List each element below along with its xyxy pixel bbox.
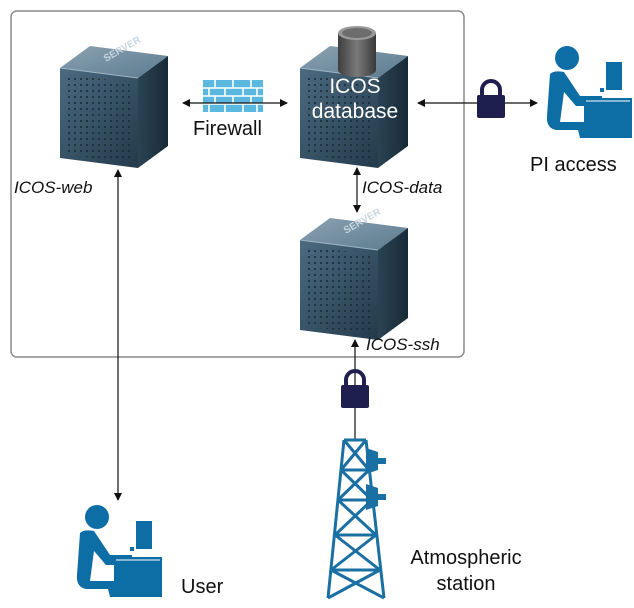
icos-data-label: ICOS-data [362, 178, 443, 197]
icos-ssh-server-icon: SERVER [299, 206, 409, 341]
user-person-icon [76, 505, 162, 597]
icos-web-server-icon: SERVER [59, 34, 169, 169]
atmospheric-station-label-line2: station [436, 573, 496, 595]
firewall-icon [203, 80, 263, 112]
tower-antenna-icon [366, 448, 386, 510]
firewall-label: Firewall [193, 118, 262, 140]
datacenter-boundary [10, 10, 465, 358]
icos-ssh-label: ICOS-ssh [366, 335, 440, 354]
atmospheric-tower-icon [326, 438, 386, 600]
pi-person-icon [546, 46, 632, 138]
icos-database-label-line1: ICOS [329, 75, 381, 98]
pi-padlock-icon [475, 79, 507, 120]
atmospheric-station-label: Atmospheric station [396, 545, 536, 597]
atmospheric-station-label-line1: Atmospheric [410, 547, 522, 569]
database-cylinder-icon [338, 26, 376, 77]
icos-web-label: ICOS-web [14, 178, 93, 197]
icos-database-label: ICOS database [300, 74, 410, 124]
icos-database-label-line2: database [311, 100, 399, 123]
pi-access-label: PI access [530, 154, 617, 176]
user-label: User [181, 576, 224, 598]
